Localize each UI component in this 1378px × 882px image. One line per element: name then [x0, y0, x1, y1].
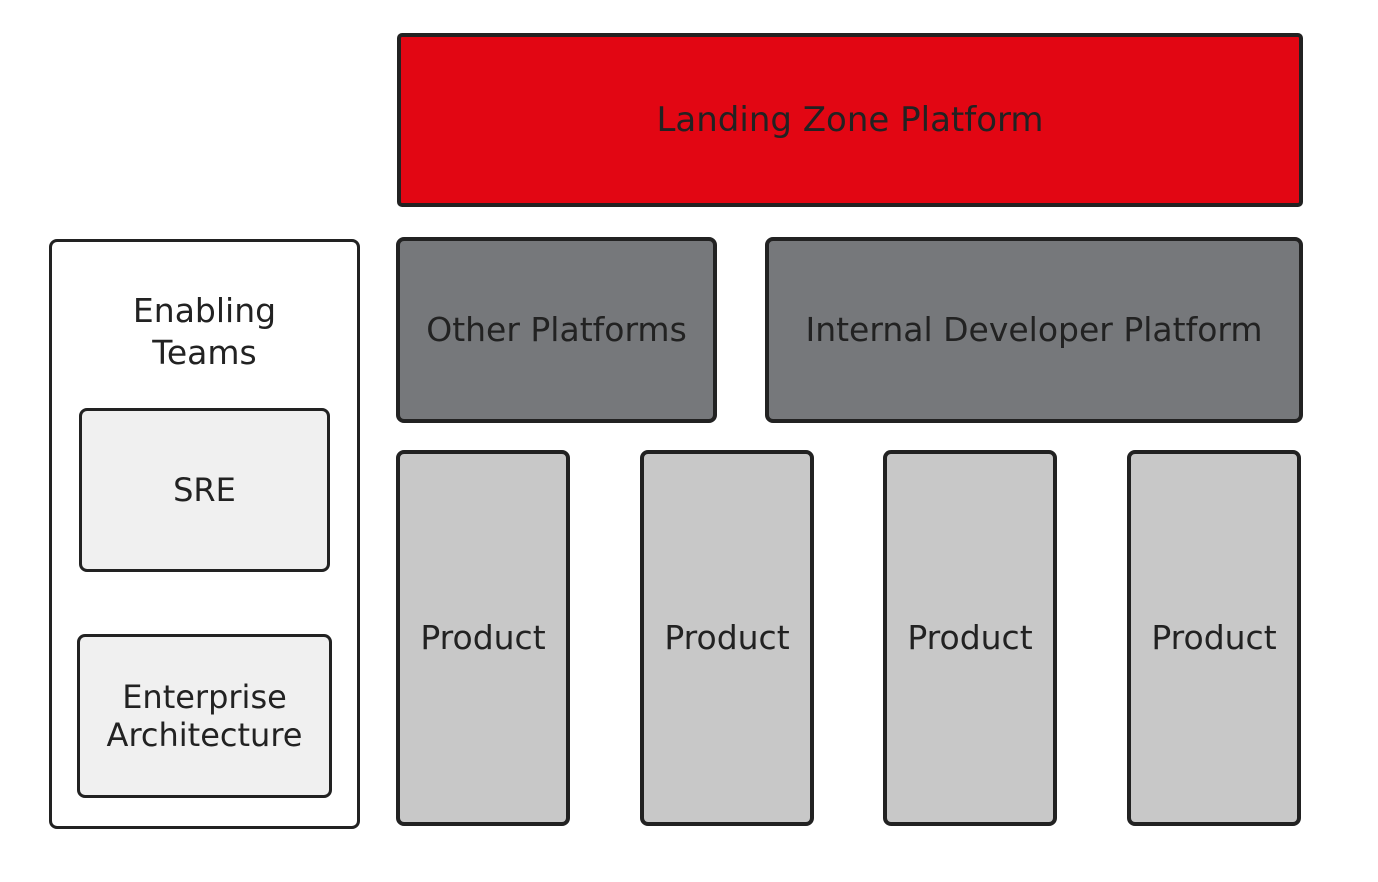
- product-label: Product: [907, 618, 1033, 658]
- product-label: Product: [1151, 618, 1277, 658]
- internal-developer-platform-box: Internal Developer Platform: [765, 237, 1303, 423]
- landing-zone-platform-label: Landing Zone Platform: [656, 99, 1044, 140]
- product-label: Product: [420, 618, 546, 658]
- product-box: Product: [396, 450, 570, 826]
- enterprise-architecture-box: Enterprise Architecture: [77, 634, 332, 798]
- sre-label: SRE: [173, 470, 236, 509]
- other-platforms-box: Other Platforms: [396, 237, 717, 423]
- product-box: Product: [640, 450, 814, 826]
- other-platforms-label: Other Platforms: [426, 310, 687, 350]
- enterprise-architecture-label: Enterprise Architecture: [106, 677, 303, 754]
- product-box: Product: [1127, 450, 1301, 826]
- product-box: Product: [883, 450, 1057, 826]
- landing-zone-platform-box: Landing Zone Platform: [397, 33, 1303, 207]
- sre-box: SRE: [79, 408, 330, 572]
- internal-developer-platform-label: Internal Developer Platform: [805, 310, 1263, 350]
- enabling-teams-title: Enabling Teams: [132, 291, 277, 372]
- product-label: Product: [664, 618, 790, 658]
